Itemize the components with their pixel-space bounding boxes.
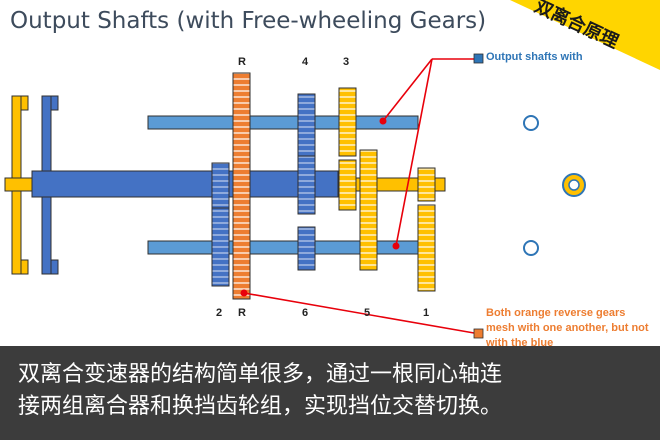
gear-1-drive [417, 167, 436, 202]
gear-label-5: 5 [364, 307, 371, 319]
gear-label-r-top: R [238, 56, 246, 68]
gear-2-drive [211, 162, 230, 211]
callout-marker-top [473, 53, 484, 64]
diagram-title: Output Shafts (with Free-wheeling Gears) [10, 8, 487, 34]
gear-4 [297, 93, 316, 157]
gear-label-3: 3 [343, 56, 350, 68]
callout-output-shafts: Output shafts with [486, 51, 583, 63]
gear-6 [297, 226, 316, 271]
callout-lines [243, 58, 475, 334]
gear-2 [211, 207, 230, 287]
reverse-gear [232, 72, 251, 300]
gear-5 [359, 149, 378, 271]
gear-label-4: 4 [302, 56, 309, 68]
output-shaft-top [147, 115, 419, 130]
gear-label-r-bottom: R [238, 307, 246, 319]
caption-line-1: 双离合变速器的结构简单很多，通过一根同心轴连 [18, 362, 503, 387]
gear-label-2: 2 [216, 307, 223, 319]
callout-marker-bottom [473, 328, 484, 339]
gear-3 [338, 87, 357, 157]
gear-3-5-drive [338, 159, 357, 211]
caption-line-2: 接两组离合器和换挡齿轮组，实现挡位交替切换。 [18, 394, 503, 419]
output-end-bottom [523, 240, 539, 256]
output-end-top [523, 115, 539, 131]
corner-badge-shape [510, 0, 660, 70]
gear-1 [417, 204, 436, 292]
caption-box: 双离合变速器的结构简单很多，通过一根同心轴连 接两组离合器和换挡齿轮组，实现挡位… [0, 346, 660, 440]
gear-label-6: 6 [302, 307, 309, 319]
gear-6-drive [297, 153, 316, 215]
outer-input-shaft [31, 170, 339, 198]
callout-reverse-gears: Both orange reverse gears mesh with one … [486, 307, 649, 349]
gear-label-1: 1 [423, 307, 430, 319]
